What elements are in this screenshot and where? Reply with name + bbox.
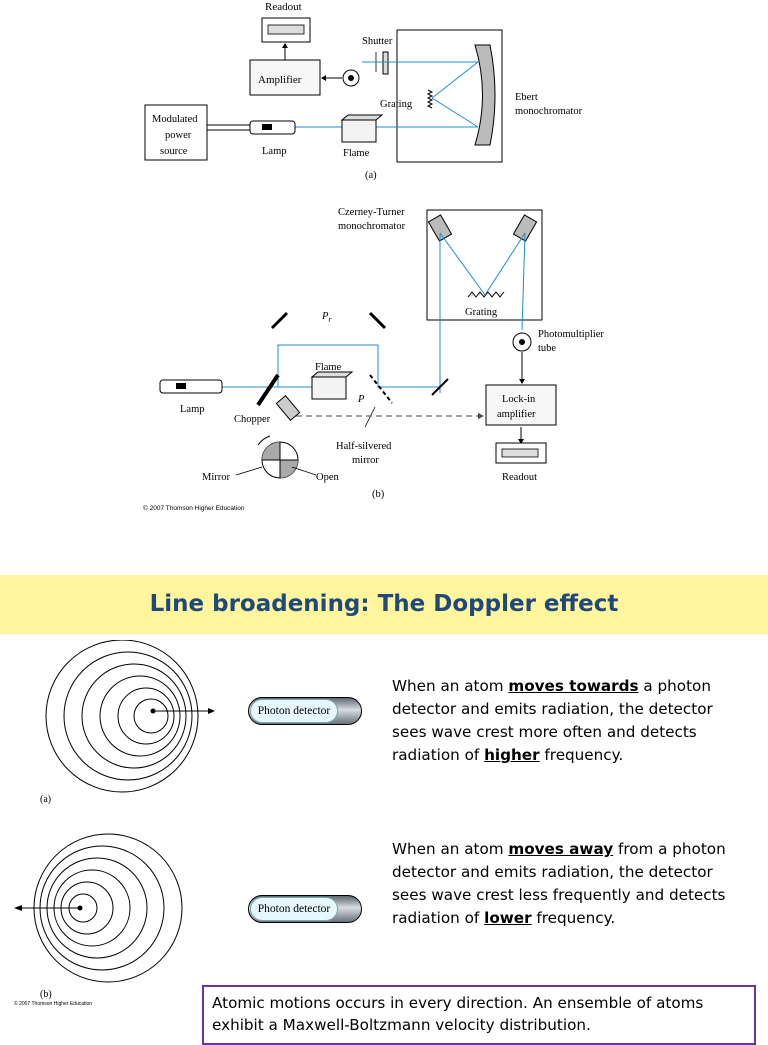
caption-a-top: (a) — [365, 170, 377, 181]
lockin-label-2: amplifier — [497, 409, 536, 420]
caption-a: (a) — [40, 794, 51, 805]
diagram-b: Czerney-Turner monochromator Grating Pr … — [143, 207, 604, 512]
lamp-a — [249, 120, 296, 135]
flame-box-b — [311, 376, 347, 400]
flame-box-a — [341, 119, 377, 143]
ct-label-2: monochromator — [338, 221, 406, 232]
readout-display — [267, 24, 305, 35]
readout-label: Readout — [265, 1, 302, 13]
slide-title: Line broadening: The Doppler effect — [149, 591, 619, 617]
pm-label-1: Photomultiplier — [538, 329, 604, 340]
caption-b: (b) — [40, 989, 52, 1000]
chopper-blade — [256, 373, 280, 407]
keyword-lower: lower — [484, 909, 532, 927]
halfsilver-label-2: mirror — [352, 455, 379, 466]
paragraph-away: When an atom moves away from a photon de… — [392, 840, 726, 927]
shutter-label: Shutter — [362, 36, 393, 47]
ct-label-1: Czerney-Turner — [338, 207, 405, 218]
power-label-3: source — [160, 146, 188, 157]
amplifier-box — [249, 59, 321, 96]
chopper-label: Chopper — [234, 414, 271, 425]
shutter — [382, 51, 389, 75]
ct-mirror-left — [427, 214, 453, 242]
ct-grating — [467, 291, 505, 298]
lamp-label-b: Lamp — [180, 404, 205, 415]
lockin-label-1: Lock-in — [502, 394, 536, 405]
mirror-left — [270, 311, 289, 330]
ct-grating-label: Grating — [465, 307, 498, 318]
title-banner: Line broadening: The Doppler effect — [0, 575, 768, 634]
pr-label: Pr — [321, 311, 332, 324]
readout-label-b: Readout — [502, 472, 537, 483]
power-label-1: Modulated — [152, 114, 198, 125]
chopper-motor — [275, 395, 301, 421]
ebert-beam — [295, 61, 479, 128]
pm-label-2: tube — [538, 343, 556, 354]
photon-detector-b: Photon detector — [248, 895, 362, 923]
grating-label: Grating — [380, 99, 413, 110]
caption-b-top: (b) — [372, 489, 385, 500]
copyright-top: © 2007 Thomson Higher Education — [143, 504, 245, 512]
lamp-label-a: Lamp — [262, 146, 287, 157]
open-label: Open — [316, 472, 339, 483]
photon-detector-label-a: Photon detector — [257, 705, 331, 717]
mirror-right — [368, 311, 387, 330]
mirror-label: Mirror — [202, 472, 230, 483]
half-silvered-mirror — [369, 374, 393, 404]
photon-detector-label-b: Photon detector — [257, 903, 331, 915]
halfsilver-label-1: Half-silvered — [336, 441, 392, 452]
doppler-waves-a: (a) — [40, 640, 215, 805]
keyword-higher: higher — [484, 746, 540, 764]
ct-mirror-right — [512, 214, 538, 242]
mirror-fold — [431, 378, 449, 396]
maxwell-boltzmann-note: Atomic motions occurs in every direction… — [202, 985, 756, 1045]
ebert-grating — [426, 89, 434, 109]
paragraph-towards: When an atom moves towards a photon dete… — [392, 677, 713, 764]
doppler-waves-b: (b) © 2007 Thomson Higher Education — [14, 833, 183, 1007]
lockin-box — [485, 384, 557, 426]
ebert-mirror — [474, 44, 496, 146]
flame-label-b: Flame — [315, 362, 342, 373]
copyright-bottom: © 2007 Thomson Higher Education — [14, 1000, 92, 1007]
power-label-2: power — [165, 130, 192, 141]
keyword-moves-away: moves away — [508, 840, 614, 858]
lamp-b — [159, 379, 223, 394]
diagram-a: Readout Amplifier Shutter Grating Ebert … — [144, 1, 583, 181]
flame-label-a: Flame — [343, 148, 370, 159]
ebert-label-2: monochromator — [515, 106, 583, 117]
ebert-label-1: Ebert — [515, 92, 538, 103]
amplifier-label: Amplifier — [258, 74, 302, 86]
power-source-box — [144, 104, 208, 161]
p-label: P — [357, 394, 365, 405]
keyword-moves-towards: moves towards — [508, 677, 639, 695]
photon-detector-a: Photon detector — [248, 697, 362, 725]
